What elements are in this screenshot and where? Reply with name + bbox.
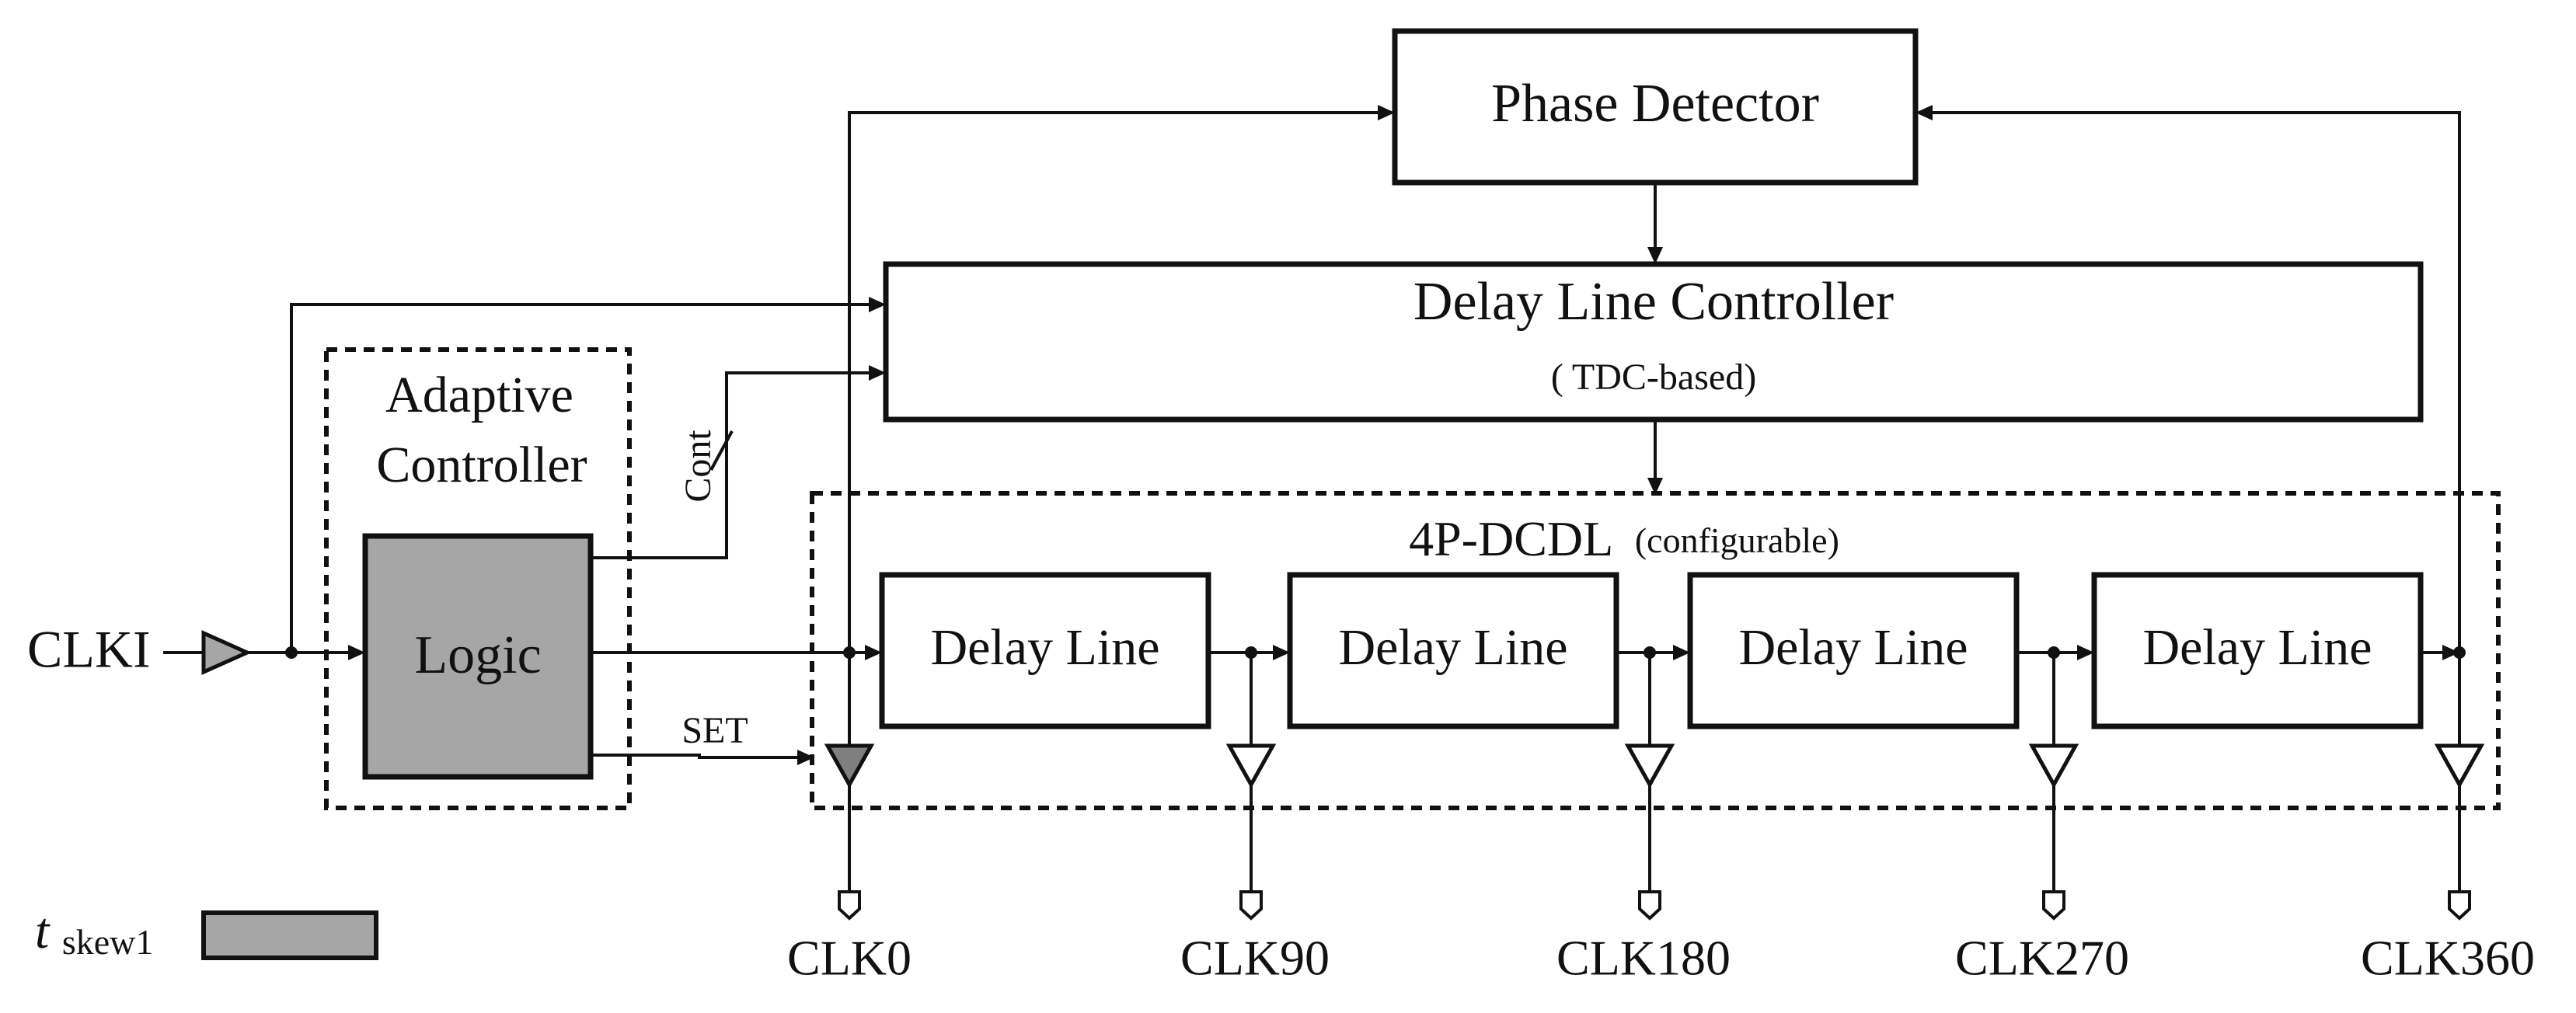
- clk360-port-icon: [2448, 890, 2471, 921]
- delay-line-label-2: Delay Line: [1338, 619, 1567, 676]
- skew-legend: t skew1: [35, 903, 378, 962]
- delay-line-label-1: Delay Line: [930, 619, 1159, 676]
- clk360-buffer-icon: [2434, 743, 2485, 789]
- delay-line-controller-label: Delay Line Controller: [1413, 272, 1894, 332]
- skew-legend-label: t skew1: [35, 903, 153, 961]
- clk180-label: CLK180: [1556, 931, 1731, 986]
- clk270-buffer-icon: [2028, 743, 2079, 789]
- delay-line-block-3: Delay Line: [1687, 572, 2020, 729]
- phase-detector-block: Phase Detector: [1392, 28, 1919, 186]
- delay-line-block-1: Delay Line: [879, 572, 1211, 729]
- clk270-port-icon: [2042, 890, 2065, 921]
- clki-label: CLKI: [27, 620, 151, 679]
- delay-line-controller-block: Delay Line Controller ( TDC-based): [883, 261, 2424, 423]
- delay-line-controller-subtitle: ( TDC-based): [1551, 357, 1756, 398]
- clk360-label: CLK360: [2361, 931, 2535, 986]
- adaptive-controller-label-line1: Adaptive: [385, 367, 573, 423]
- clk90-label: CLK90: [1180, 931, 1330, 986]
- adaptive-controller-region: Adaptive Controller: [324, 347, 632, 810]
- skew-legend-subscript: skew1: [62, 922, 154, 962]
- delay-line-block-2: Delay Line: [1287, 572, 1619, 729]
- input-buffer-icon: [201, 630, 253, 675]
- delay-line-label-4: Delay Line: [2142, 619, 2372, 676]
- junction-dots: [285, 646, 2466, 659]
- set-label: SET: [681, 710, 748, 751]
- clk90-port-icon: [1239, 890, 1263, 921]
- clk0-label: CLK0: [787, 931, 912, 986]
- dcdl-title-main: 4P-DCDL: [1409, 511, 1612, 566]
- adaptive-controller-label-line2: Controller: [376, 437, 587, 493]
- delay-line-block-4: Delay Line: [2091, 572, 2424, 729]
- clk180-buffer-icon: [1624, 743, 1675, 789]
- dcdl-title-sub: (configurable): [1635, 520, 1839, 560]
- phase-detector-label: Phase Detector: [1491, 74, 1819, 134]
- wires: [163, 111, 2461, 892]
- cont-label: Cont: [678, 430, 719, 503]
- output-ports: [838, 890, 2471, 921]
- dcdl-title: 4P-DCDL (configurable): [1409, 511, 1839, 566]
- clk180-port-icon: [1638, 890, 1661, 921]
- delay-line-label-3: Delay Line: [1738, 619, 1968, 676]
- clk0-port-icon: [838, 890, 861, 921]
- logic-block: Logic: [362, 533, 594, 780]
- skew-legend-t: t: [35, 903, 51, 959]
- skew-legend-swatch: [201, 910, 378, 960]
- arrowheads: [348, 105, 2459, 765]
- clk270-label: CLK270: [1955, 931, 2129, 986]
- clk90-buffer-icon: [1225, 743, 1277, 789]
- clk0-buffer-icon: [824, 743, 875, 789]
- logic-label: Logic: [414, 625, 541, 685]
